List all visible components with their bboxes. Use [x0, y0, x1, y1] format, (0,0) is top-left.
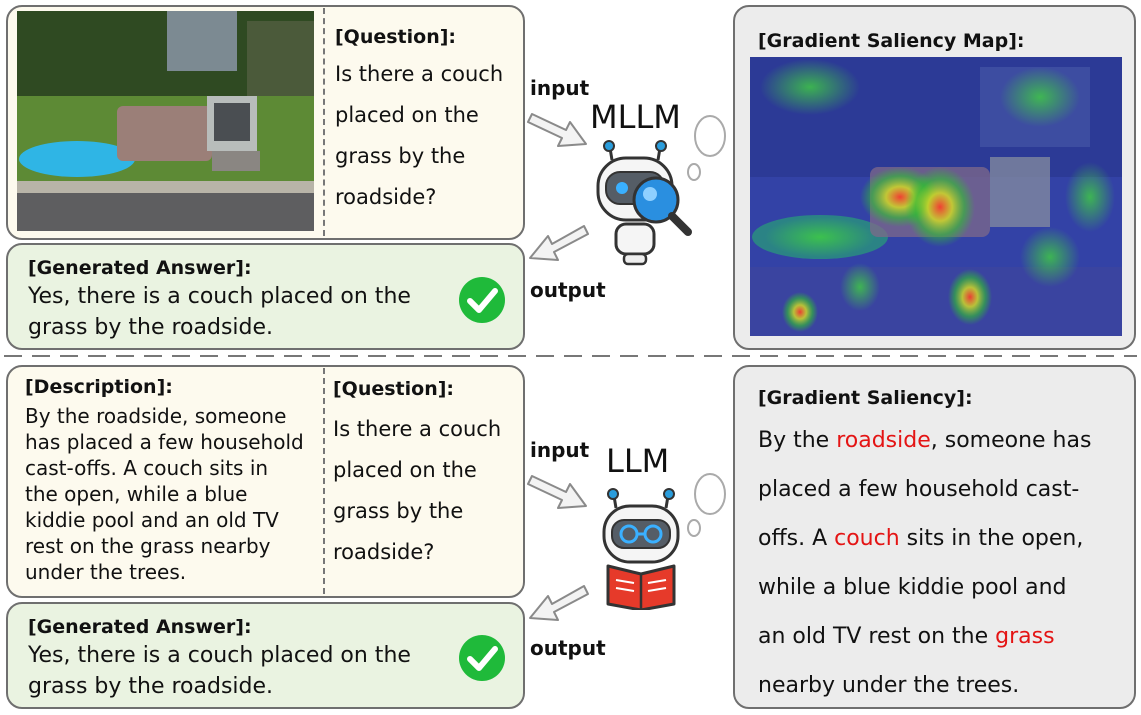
text-line: grass by the [333, 499, 464, 523]
bottom-description-label: [Description]: [25, 376, 173, 398]
bottom-answer-label: [Generated Answer]: [28, 616, 252, 638]
text-line: Is there a couch [333, 417, 502, 441]
bottom-answer-panel [6, 602, 525, 709]
top-saliency-label: [Gradient Saliency Map]: [758, 30, 1025, 52]
output-arrow-icon [529, 225, 589, 261]
bottom-saliency-panel [733, 365, 1136, 709]
top-model-label: MLLM [590, 98, 681, 136]
top-answer-line-2: grass by the roadside. [28, 315, 274, 340]
top-answer-panel [6, 243, 525, 350]
bottom-input-label: input [530, 438, 590, 462]
top-divider [323, 8, 325, 236]
bottom-divider [323, 368, 325, 594]
text-span: By the [758, 428, 837, 453]
bottom-saliency-label: [Gradient Saliency]: [758, 387, 973, 409]
check-icon [459, 277, 505, 323]
text-line: roadside? [335, 185, 437, 209]
top-input-label: input [530, 76, 590, 100]
check-icon [459, 635, 505, 681]
robot-book-icon [602, 473, 726, 610]
text-line: rest on the grass nearby [25, 534, 271, 558]
text-line: By the roadside, someone [25, 404, 287, 428]
bottom-answer-line-1: Yes, there is a couch placed on the [28, 643, 411, 668]
input-arrow-icon [527, 113, 587, 147]
text-span: placed a few household cast- [758, 477, 1080, 502]
scene-photo [17, 11, 314, 231]
text-line: roadside? [333, 540, 435, 564]
text-line: has placed a few household [25, 430, 304, 454]
highlighted-word: roadside [836, 428, 931, 453]
text-line: under the trees. [25, 560, 187, 584]
text-line: kiddie pool and an old TV [25, 508, 279, 532]
text-line: Is there a couch [335, 62, 504, 86]
bottom-model-label: LLM [606, 442, 670, 480]
bottom-answer-line-2: grass by the roadside. [28, 674, 274, 699]
top-question-label: [Question]: [335, 26, 457, 48]
highlighted-word: couch [834, 526, 900, 551]
bottom-output-label: output [530, 636, 606, 660]
text-span: an old TV rest on the [758, 624, 996, 649]
output-arrow-icon [529, 585, 589, 621]
saliency-line: while a blue kiddie pool and [758, 575, 1067, 600]
text-line: the open, while a blue [25, 482, 248, 506]
bottom-question-label: [Question]: [333, 378, 455, 400]
text-line: grass by the [335, 144, 466, 168]
highlighted-word: grass [995, 624, 1055, 649]
saliency-line: nearby under the trees. [758, 673, 1019, 698]
top-answer-label: [Generated Answer]: [28, 257, 252, 279]
text-span: sits in the open, [899, 526, 1084, 551]
saliency-line: By the roadside, someone has [758, 428, 1091, 453]
saliency-heatmap [750, 57, 1122, 336]
text-line: placed on the [333, 458, 477, 482]
input-arrow-icon [527, 475, 587, 509]
text-span: nearby under the trees. [758, 673, 1020, 698]
top-answer-line-1: Yes, there is a couch placed on the [28, 284, 411, 309]
section-divider [4, 355, 1137, 357]
text-line: cast-offs. A couch sits in [25, 456, 269, 480]
saliency-line: an old TV rest on the grass [758, 624, 1055, 649]
bottom-input-panel [6, 365, 525, 598]
top-output-label: output [530, 278, 606, 302]
saliency-line: offs. A couch sits in the open, [758, 526, 1083, 551]
text-span: offs. A [758, 526, 835, 551]
robot-magnifier-icon [596, 115, 726, 266]
text-line: placed on the [335, 103, 479, 127]
saliency-line: placed a few household cast- [758, 477, 1079, 502]
text-span: , someone has [930, 428, 1092, 453]
text-span: while a blue kiddie pool and [758, 575, 1067, 600]
